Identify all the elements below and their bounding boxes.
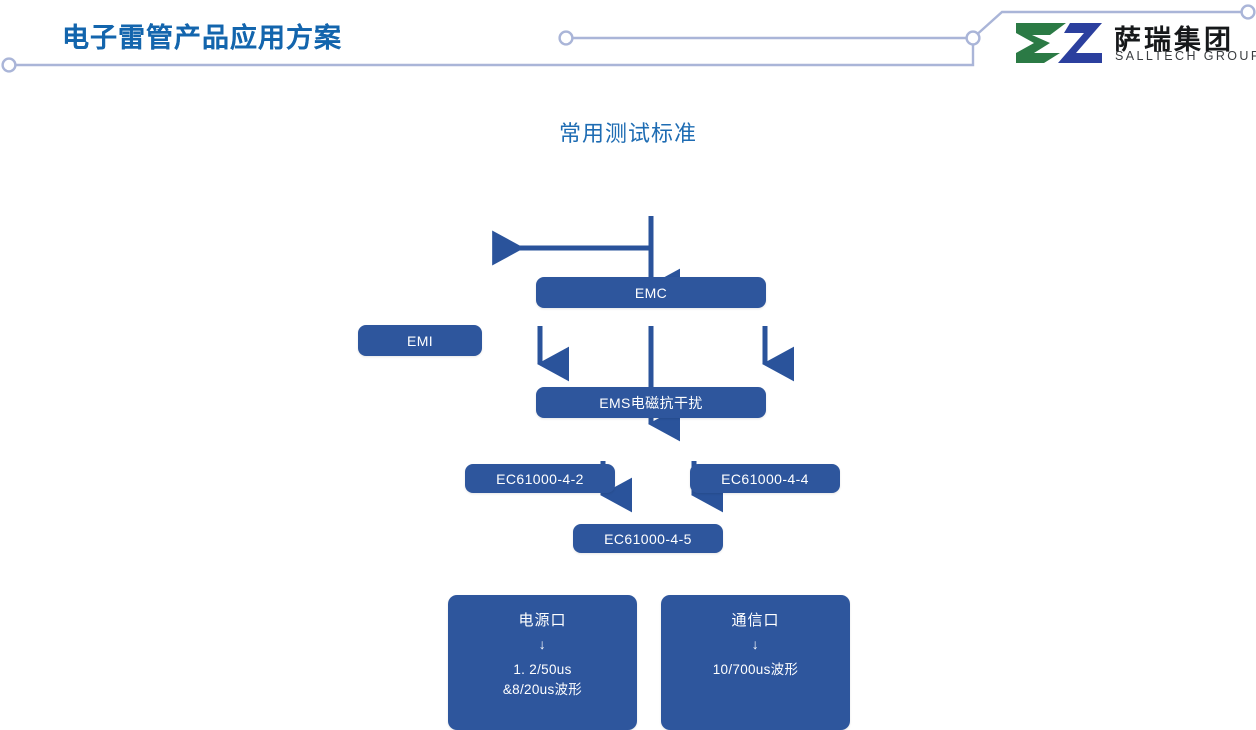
node-comm-port-waveform-line1: 10/700us波形 [712,662,799,677]
node-ec61000-4-5-label: EC61000-4-5 [604,530,692,547]
salltech-logo-mark-icon [1016,23,1102,63]
node-ec61000-4-2[interactable]: EC61000-4-2 [465,464,615,493]
node-emi[interactable]: EMI [358,325,482,356]
node-comm-port[interactable]: 通信口 ↓ 10/700us波形 [661,595,850,730]
trace-node-middle [558,30,574,46]
logo-name-en: SALLTECH GROUP [1115,49,1256,63]
node-ec61000-4-5[interactable]: EC61000-4-5 [573,524,723,553]
node-power-port-waveform-line2: &8/20us波形 [502,681,583,697]
node-emc[interactable]: EMC [536,277,766,308]
diagram-area: 常用测试标准 EMC [0,92,1256,730]
node-power-port[interactable]: 电源口 ↓ 1. 2/50us &8/20us波形 [448,595,637,730]
company-logo: 萨瑞集团 SALLTECH GROUP [1010,16,1256,70]
header-circuit-trace-decoration [1,4,1256,73]
node-ec61000-4-2-label: EC61000-4-2 [496,470,584,487]
page-title: 电子雷管产品应用方案 [62,16,342,55]
logo-name-cn: 萨瑞集团 [1114,25,1234,55]
down-arrow-icon: ↓ [538,636,547,652]
slide-header: 电子雷管产品应用方案 萨瑞集团 SALLTECH GROUP [0,0,1256,92]
node-ems[interactable]: EMS电磁抗干扰 [536,387,766,418]
node-ems-label: EMS电磁抗干扰 [599,394,703,411]
node-emi-label: EMI [406,332,434,349]
trace-node-right [1240,4,1256,20]
node-emc-label: EMC [634,284,668,301]
diagram-title: 常用测试标准 [558,121,697,146]
node-comm-port-label: 通信口 [731,612,780,629]
node-ec61000-4-4[interactable]: EC61000-4-4 [690,464,840,493]
down-arrow-icon: ↓ [751,636,760,652]
node-power-port-label: 电源口 [518,612,567,629]
trace-node-left [1,57,17,73]
node-power-port-waveform-line1: 1. 2/50us [513,662,572,677]
trace-node-junction [965,30,981,46]
node-ec61000-4-4-label: EC61000-4-4 [721,470,809,487]
